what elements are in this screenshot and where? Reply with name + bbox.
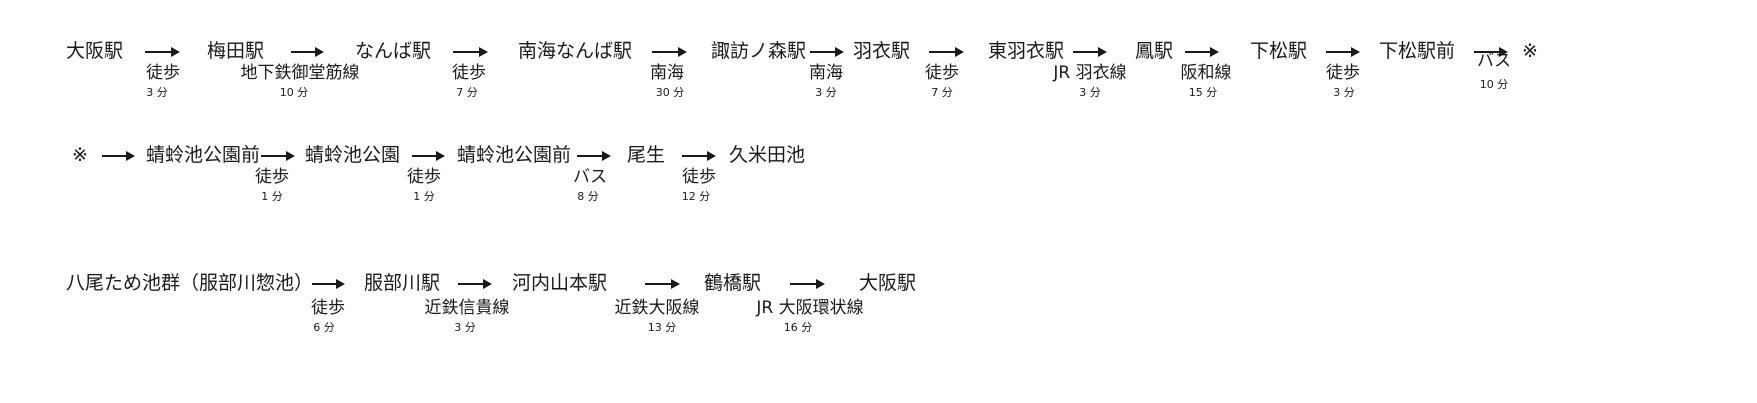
- station-label: 蜻蛉池公園前: [457, 144, 572, 166]
- route-arrow: [1185, 47, 1219, 57]
- route-arrow: [790, 279, 825, 289]
- travel-time: 1 分: [413, 190, 435, 203]
- route-arrow: [291, 47, 324, 57]
- travel-time: 3 分: [146, 86, 168, 99]
- travel-time: 7 分: [931, 86, 953, 99]
- travel-time: 13 分: [647, 321, 677, 334]
- transport-mode: バス: [1477, 51, 1511, 71]
- route-arrow: [453, 47, 488, 57]
- transport-mode: 地下鉄御堂筋線: [240, 63, 360, 83]
- route-arrow: [1326, 47, 1360, 57]
- transport-mode: 近鉄大阪線: [614, 298, 700, 318]
- transport-mode: 南海: [809, 63, 843, 83]
- transport-mode: 徒歩: [1326, 63, 1360, 83]
- travel-time: 3 分: [1079, 86, 1101, 99]
- transport-mode: JR 羽衣線: [1053, 63, 1127, 83]
- travel-time: 3 分: [454, 321, 476, 334]
- route-arrow: [412, 151, 445, 161]
- route-arrow: [645, 279, 680, 289]
- station-label: 尾生: [627, 144, 666, 166]
- travel-time: 3 分: [815, 86, 837, 99]
- station-label: 蜻蛉池公園: [305, 144, 401, 166]
- travel-time: 15 分: [1188, 86, 1218, 99]
- transport-mode: バス: [573, 167, 607, 187]
- transport-mode: JR 大阪環状線: [756, 298, 864, 318]
- transport-mode: 徒歩: [407, 167, 441, 187]
- route-arrow: [1073, 47, 1107, 57]
- station-label: 鶴橋駅: [704, 272, 762, 294]
- transport-mode: 南海: [650, 63, 684, 83]
- route-arrow: [312, 279, 345, 289]
- route-arrow: [145, 47, 180, 57]
- travel-time: 10 分: [279, 86, 309, 99]
- station-label: 服部川駅: [364, 272, 441, 294]
- station-label: 羽衣駅: [853, 40, 911, 62]
- route-arrow: [102, 151, 135, 161]
- route-arrow: [810, 47, 844, 57]
- route-arrow: [682, 151, 716, 161]
- transport-mode: 徒歩: [682, 167, 716, 187]
- station-label: 南海なんば駅: [518, 40, 633, 62]
- route-arrow: [652, 47, 687, 57]
- travel-time: 7 分: [456, 86, 478, 99]
- station-label: 八尾ため池群（服部川惣池）: [66, 272, 314, 294]
- transport-mode: 徒歩: [255, 167, 289, 187]
- route-arrow: [458, 279, 492, 289]
- station-label: 下松駅: [1250, 40, 1308, 62]
- station-label: 梅田駅: [207, 40, 265, 62]
- travel-time: 6 分: [313, 321, 335, 334]
- travel-time: 30 分: [655, 86, 685, 99]
- transport-mode: 阪和線: [1180, 63, 1232, 83]
- station-label: 東羽衣駅: [988, 40, 1065, 62]
- travel-time: 1 分: [261, 190, 283, 203]
- transport-mode: 近鉄信貴線: [424, 298, 510, 318]
- station-label: 蜻蛉池公園前: [146, 144, 261, 166]
- transport-mode: 徒歩: [925, 63, 959, 83]
- travel-time: 12 分: [681, 190, 711, 203]
- travel-time: 16 分: [783, 321, 813, 334]
- station-label: ※: [72, 144, 88, 166]
- station-label: ※: [1522, 40, 1538, 62]
- station-label: 諏訪ノ森駅: [711, 40, 807, 62]
- travel-time: 10 分: [1479, 78, 1509, 91]
- route-arrow: [577, 151, 611, 161]
- station-label: 鳳駅: [1135, 40, 1174, 62]
- station-label: なんば駅: [355, 40, 432, 62]
- route-arrow: [929, 47, 964, 57]
- transport-mode: 徒歩: [452, 63, 486, 83]
- station-label: 久米田池: [729, 144, 806, 166]
- route-arrow: [261, 151, 295, 161]
- station-label: 大阪駅: [859, 272, 917, 294]
- travel-time: 3 分: [1333, 86, 1355, 99]
- station-label: 河内山本駅: [512, 272, 608, 294]
- travel-time: 8 分: [577, 190, 599, 203]
- station-label: 大阪駅: [66, 40, 124, 62]
- station-label: 下松駅前: [1379, 40, 1456, 62]
- transport-mode: 徒歩: [146, 63, 180, 83]
- transport-mode: 徒歩: [311, 298, 345, 318]
- route-arrow: [1474, 47, 1508, 57]
